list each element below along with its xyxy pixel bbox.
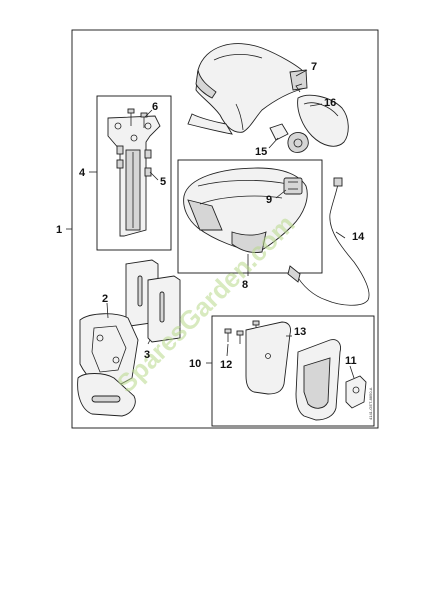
part-8-waist-belt: [183, 167, 308, 253]
label-11: 11: [345, 355, 357, 367]
part-7-harness-pad: [187, 43, 308, 135]
label-1: 1: [56, 224, 62, 236]
label-16: 16: [324, 97, 336, 109]
part-9-belt-buckle: [283, 177, 303, 195]
part-6-screws: [127, 108, 148, 128]
part-10-bracket-housing: [295, 339, 341, 421]
part-16-pad-cover: [295, 83, 349, 147]
label-4: 4: [79, 167, 86, 179]
part-15-buckle: [269, 123, 309, 153]
label-10: 10: [189, 358, 201, 370]
label-9: 9: [266, 194, 272, 206]
label-6: 6: [152, 101, 158, 113]
frame-group-8: [177, 159, 323, 274]
label-14: 14: [352, 231, 365, 243]
label-7: 7: [311, 61, 317, 73]
part-14-cable: [287, 177, 370, 306]
label-5: 5: [160, 176, 166, 188]
label-8: 8: [242, 279, 248, 291]
label-3: 3: [144, 349, 150, 361]
drawing-code: 4141-GET-8850-A: [368, 387, 373, 420]
part-4-bracket: [107, 115, 161, 237]
leader-lines: [66, 69, 355, 379]
part-3-strap-plates: [125, 259, 181, 343]
part-11-clip: [345, 375, 367, 409]
label-15: 15: [255, 146, 267, 158]
part-2-back-plate: [77, 313, 139, 417]
frame-group-10: [211, 315, 375, 427]
label-12: 12: [220, 359, 232, 371]
label-2: 2: [102, 293, 108, 305]
label-13: 13: [294, 326, 306, 338]
frame-group-4: [96, 95, 172, 251]
part-13-cover-plate: [245, 321, 291, 395]
